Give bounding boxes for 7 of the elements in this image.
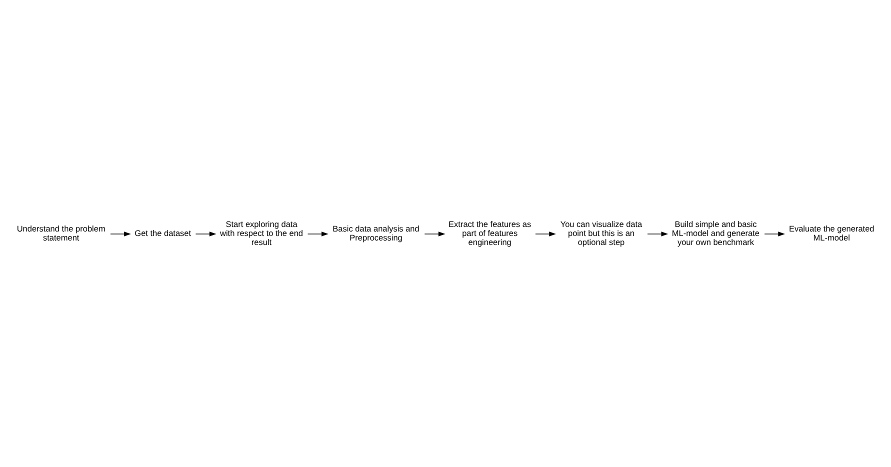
arrow [647, 231, 668, 236]
arrow [110, 231, 131, 236]
arrow [424, 231, 446, 236]
arrow [195, 231, 216, 236]
arrow [764, 231, 786, 236]
arrow [535, 231, 556, 236]
arrow [307, 231, 328, 236]
